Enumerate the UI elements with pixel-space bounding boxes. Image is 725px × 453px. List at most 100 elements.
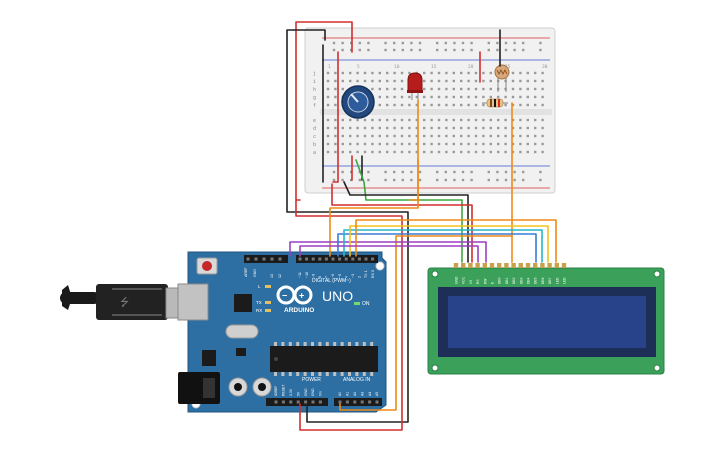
breadboard-hole xyxy=(423,95,426,99)
power-pin-hole[interactable] xyxy=(296,400,300,404)
power-pin-hole[interactable] xyxy=(304,400,308,404)
digital-pin-hole[interactable] xyxy=(311,257,315,261)
row-letter-i: i xyxy=(313,79,316,85)
breadboard-hole xyxy=(423,79,426,83)
breadboard-hole xyxy=(452,95,455,99)
breadboard-hole xyxy=(423,134,426,138)
breadboard-hole xyxy=(467,134,470,138)
digital-pin-hole[interactable] xyxy=(331,257,335,261)
digital-pin-hole[interactable] xyxy=(357,257,361,261)
breadboard-hole xyxy=(489,134,492,138)
digital-pin-hole[interactable] xyxy=(305,257,309,261)
breadboard-hole xyxy=(386,134,389,138)
digital-pin-hole[interactable] xyxy=(246,257,250,261)
rail-hole xyxy=(393,41,396,45)
breadboard-hole xyxy=(408,126,411,130)
analog-pin-hole[interactable] xyxy=(375,400,379,404)
breadboard-hole xyxy=(445,87,448,91)
reset-button[interactable] xyxy=(202,261,212,271)
power-pin-hole[interactable] xyxy=(318,400,322,404)
power-pin-hole[interactable] xyxy=(311,400,315,404)
breadboard-hole xyxy=(437,79,441,83)
breadboard-hole xyxy=(526,142,529,146)
chip-leg xyxy=(303,372,307,376)
chip-leg xyxy=(288,372,292,376)
rail-hole xyxy=(436,178,439,182)
analog-pin-hole[interactable] xyxy=(353,400,357,404)
analog-header xyxy=(334,398,382,406)
power-pin-hole[interactable] xyxy=(289,400,293,404)
breadboard-hole xyxy=(467,95,470,99)
digital-pin-hole[interactable] xyxy=(298,257,302,261)
rail-hole xyxy=(367,41,370,45)
analog-pin-label: A2 xyxy=(353,392,357,396)
rail-hole xyxy=(332,170,336,174)
breadboard-hole xyxy=(334,103,337,107)
digital-pin-hole[interactable] xyxy=(278,257,282,261)
power-pin-hole[interactable] xyxy=(281,400,285,404)
digital-pin-hole[interactable] xyxy=(371,257,375,261)
breadboard-hole xyxy=(378,126,381,130)
board-brand: ARDUINO xyxy=(284,307,314,314)
breadboard-hole xyxy=(482,134,485,138)
breadboard-hole xyxy=(467,126,470,130)
power-pin-hole[interactable] xyxy=(274,400,278,404)
breadboard-hole xyxy=(423,87,426,91)
rail-hole xyxy=(410,178,413,182)
breadboard-hole xyxy=(460,95,463,99)
rail-hole xyxy=(436,48,439,52)
breadboard-hole xyxy=(371,142,374,146)
breadboard-hole xyxy=(349,134,352,138)
digital-pin-label: TX 1 xyxy=(364,270,368,278)
breadboard-hole xyxy=(526,95,529,99)
breadboard-hole xyxy=(526,103,529,107)
digital-pin-hole[interactable] xyxy=(270,257,274,261)
analog-pin-hole[interactable] xyxy=(368,400,372,404)
wire-cyan-lcd-db xyxy=(343,229,543,263)
rail-hole xyxy=(418,170,422,174)
breadboard-hole xyxy=(489,118,492,122)
lcd-pin-label: VCC xyxy=(462,276,466,284)
breadboard-hole xyxy=(386,103,389,107)
digital-pin-hole[interactable] xyxy=(324,257,328,261)
analog-pin-hole[interactable] xyxy=(338,400,342,404)
digital-pin-hole[interactable] xyxy=(344,257,348,261)
lcd-pin-label: RW xyxy=(483,278,487,284)
potentiometer[interactable] xyxy=(341,85,375,119)
rail-hole xyxy=(341,48,344,52)
led-rim xyxy=(407,90,423,93)
analog-pin-hole[interactable] xyxy=(345,400,349,404)
digital-pin-label: 2 xyxy=(358,276,362,278)
rail-hole xyxy=(341,170,344,174)
digital-pin-hole[interactable] xyxy=(364,257,368,261)
lcd-pin xyxy=(540,263,545,268)
digital-pin-hole[interactable] xyxy=(318,257,322,261)
breadboard-hole xyxy=(482,79,485,83)
breadboard-hole xyxy=(408,142,411,146)
breadboard-hole xyxy=(534,95,537,99)
breadboard-hole xyxy=(519,103,522,107)
rail-hole xyxy=(444,170,447,174)
lcd-pin-label: GND xyxy=(455,276,459,284)
potentiometer-indicator xyxy=(350,93,359,103)
breadboard-hole xyxy=(519,126,522,130)
breadboard-hole xyxy=(437,134,441,138)
analog-pin-label: A1 xyxy=(346,392,350,396)
digital-pin-hole[interactable] xyxy=(338,257,342,261)
rail-hole xyxy=(504,41,508,45)
breadboard-hole xyxy=(408,95,411,99)
breadboard-hole xyxy=(482,142,485,146)
analog-pin-hole[interactable] xyxy=(360,400,364,404)
digital-pin-hole[interactable] xyxy=(262,257,266,261)
breadboard-hole xyxy=(334,150,337,154)
lcd-pin xyxy=(468,263,473,268)
digital-pin-hole[interactable] xyxy=(254,257,258,261)
breadboard-hole xyxy=(386,118,389,122)
breadboard-hole xyxy=(467,142,470,146)
row-letter-d: d xyxy=(313,126,316,132)
atmega-chip xyxy=(270,346,378,372)
col-number-10: 10 xyxy=(394,64,400,70)
digital-pin-hole[interactable] xyxy=(351,257,355,261)
